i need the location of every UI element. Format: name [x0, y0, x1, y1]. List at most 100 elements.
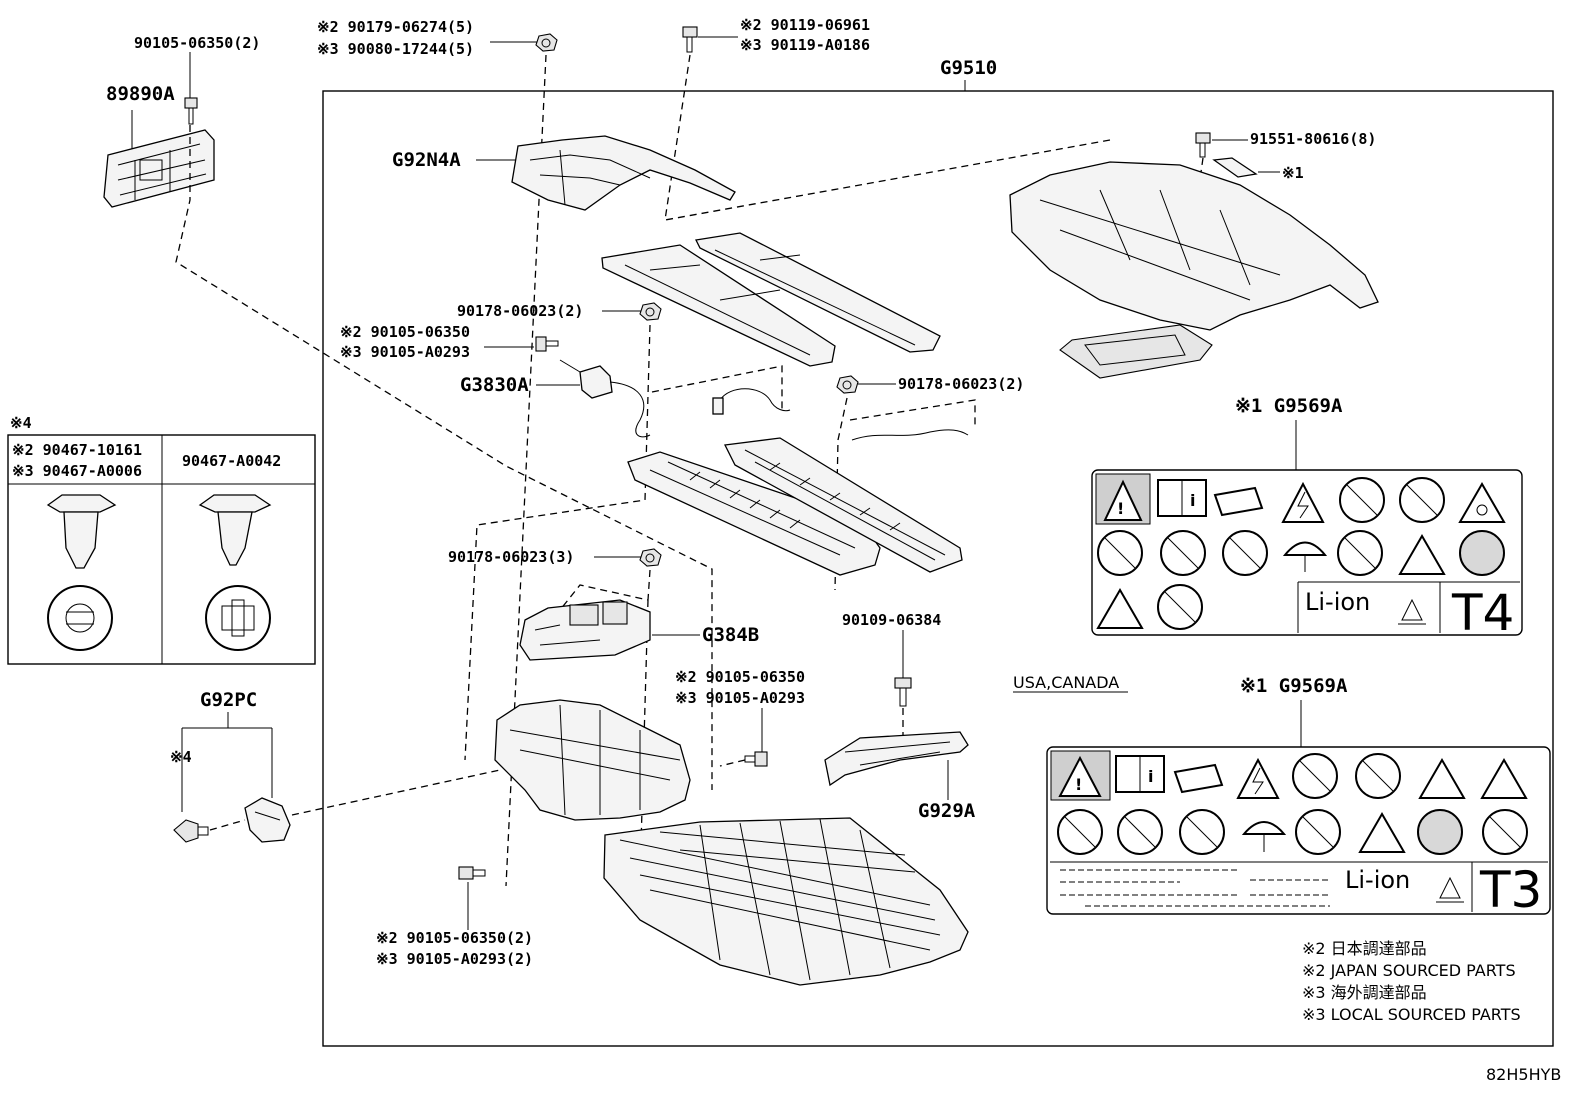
- no-dispose-icon: [1179, 809, 1225, 855]
- bolt-icon: [744, 751, 768, 767]
- electric-shock-icon: [1281, 481, 1325, 523]
- label-usa-canada[interactable]: USA,CANADA: [1013, 673, 1119, 692]
- read-manual-icon: [1173, 763, 1224, 794]
- bolt-icon: [184, 97, 198, 125]
- nut-icon: [639, 302, 662, 321]
- harness-g3830a: [559, 359, 651, 438]
- label-g3830a[interactable]: G3830A: [460, 374, 529, 396]
- flammable-icon: [1418, 758, 1466, 799]
- no-child-icon: [1160, 530, 1206, 576]
- svg-text:i: i: [1190, 491, 1195, 510]
- assembly-frame: [322, 90, 1554, 1047]
- upper-cover: [1009, 161, 1379, 379]
- no-fire-icon: [1355, 753, 1401, 799]
- label-90119-b[interactable]: ※3 90119-A0186: [740, 36, 870, 54]
- harness-cable: [851, 429, 969, 441]
- svg-text:!: !: [1117, 499, 1124, 518]
- label-plate-icon: [1212, 157, 1258, 178]
- bolt-icon: [535, 336, 559, 352]
- legend-line-1: ※2 日本調達部品: [1302, 939, 1427, 958]
- label-g92pc[interactable]: G92PC: [200, 689, 257, 711]
- label-90105-mid-a[interactable]: ※2 90105-06350: [340, 323, 470, 341]
- corrosive-icon: [1398, 534, 1446, 575]
- clip-icon: [198, 494, 272, 566]
- recycle-circle-icon: [1459, 530, 1505, 576]
- legend-line-4: ※3 LOCAL SOURCED PARTS: [1302, 1005, 1521, 1024]
- no-person-icon: [1157, 584, 1203, 630]
- clip-col1-b[interactable]: ※3 90467-A0006: [12, 462, 142, 480]
- bolt-icon: [458, 866, 486, 880]
- recycle-icon: [1436, 876, 1464, 903]
- manual-book-icon: i: [1115, 755, 1165, 793]
- cell-frame: [627, 437, 963, 576]
- nut-icon: [836, 375, 859, 394]
- label-90105-low-a[interactable]: ※2 90105-06350: [675, 668, 805, 686]
- nut-icon: [639, 548, 662, 567]
- label-g929a[interactable]: G929A: [918, 800, 976, 822]
- label-90179-a[interactable]: ※2 90179-06274(5): [317, 18, 474, 36]
- label-90119-a[interactable]: ※2 90119-06961: [740, 16, 870, 34]
- no-water-icon: [1337, 530, 1383, 576]
- legend-line-2: ※2 JAPAN SOURCED PARTS: [1302, 961, 1516, 980]
- label-g9569a-1[interactable]: ※1 G9569A: [1235, 395, 1343, 417]
- warning-icon: !: [1050, 750, 1111, 801]
- harness-sensor: [712, 388, 791, 415]
- svg-text:i: i: [1148, 767, 1153, 786]
- no-dispose-icon: [1222, 530, 1268, 576]
- clip-table-title[interactable]: ※4: [10, 414, 32, 432]
- no-touch-icon: [1339, 477, 1385, 523]
- label-90105-mid-b[interactable]: ※3 90105-A0293: [340, 343, 470, 361]
- t3-code: T3: [1479, 861, 1542, 919]
- no-child-icon: [1117, 809, 1163, 855]
- label-g9569a-2[interactable]: ※1 G9569A: [1240, 675, 1348, 697]
- label-89890a[interactable]: 89890A: [106, 83, 175, 105]
- label-g92n4a[interactable]: G92N4A: [392, 149, 461, 171]
- label-90109[interactable]: 90109-06384: [842, 611, 941, 629]
- reference-code: 82H5HYB: [1486, 1065, 1561, 1084]
- junction-block-g384b: [519, 599, 651, 661]
- clip-icon: [173, 819, 209, 843]
- clip-col2[interactable]: 90467-A0042: [182, 452, 281, 470]
- li-ion-text: Li-ion: [1305, 588, 1370, 616]
- label-mark4-left[interactable]: ※4: [170, 748, 192, 766]
- label-90178-3[interactable]: 90178-06023(3): [448, 548, 574, 566]
- label-90105-top[interactable]: 90105-06350(2): [134, 34, 260, 52]
- bolt-icon: [1195, 132, 1211, 158]
- label-90105-low-b[interactable]: ※3 90105-A0293: [675, 689, 805, 707]
- clip-col1-a[interactable]: ※2 90467-10161: [12, 441, 142, 459]
- bolt-icon: [682, 26, 698, 53]
- clip-top-view-icon: [205, 585, 271, 651]
- bracket-g92pc: [244, 797, 291, 843]
- svg-text:!: !: [1075, 775, 1082, 794]
- recycle-circle-icon: [1417, 809, 1463, 855]
- bolt-icon: [894, 677, 912, 707]
- warning-label-t3: ! i: [1046, 746, 1551, 919]
- label-g9510[interactable]: G9510: [940, 57, 997, 79]
- read-manual-icon: [1213, 486, 1264, 517]
- keep-dry-icon: [1241, 821, 1287, 852]
- label-g384b[interactable]: G384B: [702, 624, 759, 646]
- warning-label-t4: ! i: [1091, 469, 1523, 642]
- manual-book-icon: i: [1157, 479, 1207, 517]
- corrosive-icon: [1358, 812, 1406, 853]
- battery-case: [494, 699, 691, 821]
- no-disassembly-icon: [1057, 809, 1103, 855]
- label-90179-b[interactable]: ※3 90080-17244(5): [317, 40, 474, 58]
- label-90105-bot-a[interactable]: ※2 90105-06350(2): [376, 929, 533, 947]
- label-90178-2[interactable]: 90178-06023(2): [898, 375, 1024, 393]
- label-91551[interactable]: 91551-80616(8): [1250, 130, 1376, 148]
- battery-module: [603, 817, 969, 986]
- recycle-icon: [1398, 598, 1426, 625]
- flammable-icon: [1458, 482, 1506, 523]
- clip-table: ※2 90467-10161 ※3 90467-A0006 90467-A004…: [7, 434, 316, 665]
- li-ion-text: Li-ion: [1345, 866, 1410, 894]
- no-disassembly-icon: [1097, 530, 1143, 576]
- label-90105-bot-b[interactable]: ※3 90105-A0293(2): [376, 950, 533, 968]
- label-mark1-top[interactable]: ※1: [1282, 164, 1304, 182]
- no-person-icon: [1482, 809, 1528, 855]
- warning-icon: !: [1095, 473, 1151, 525]
- label-90178-1[interactable]: 90178-06023(2): [457, 302, 583, 320]
- duct-g92n4a: [511, 135, 736, 211]
- no-fire-icon: [1399, 477, 1445, 523]
